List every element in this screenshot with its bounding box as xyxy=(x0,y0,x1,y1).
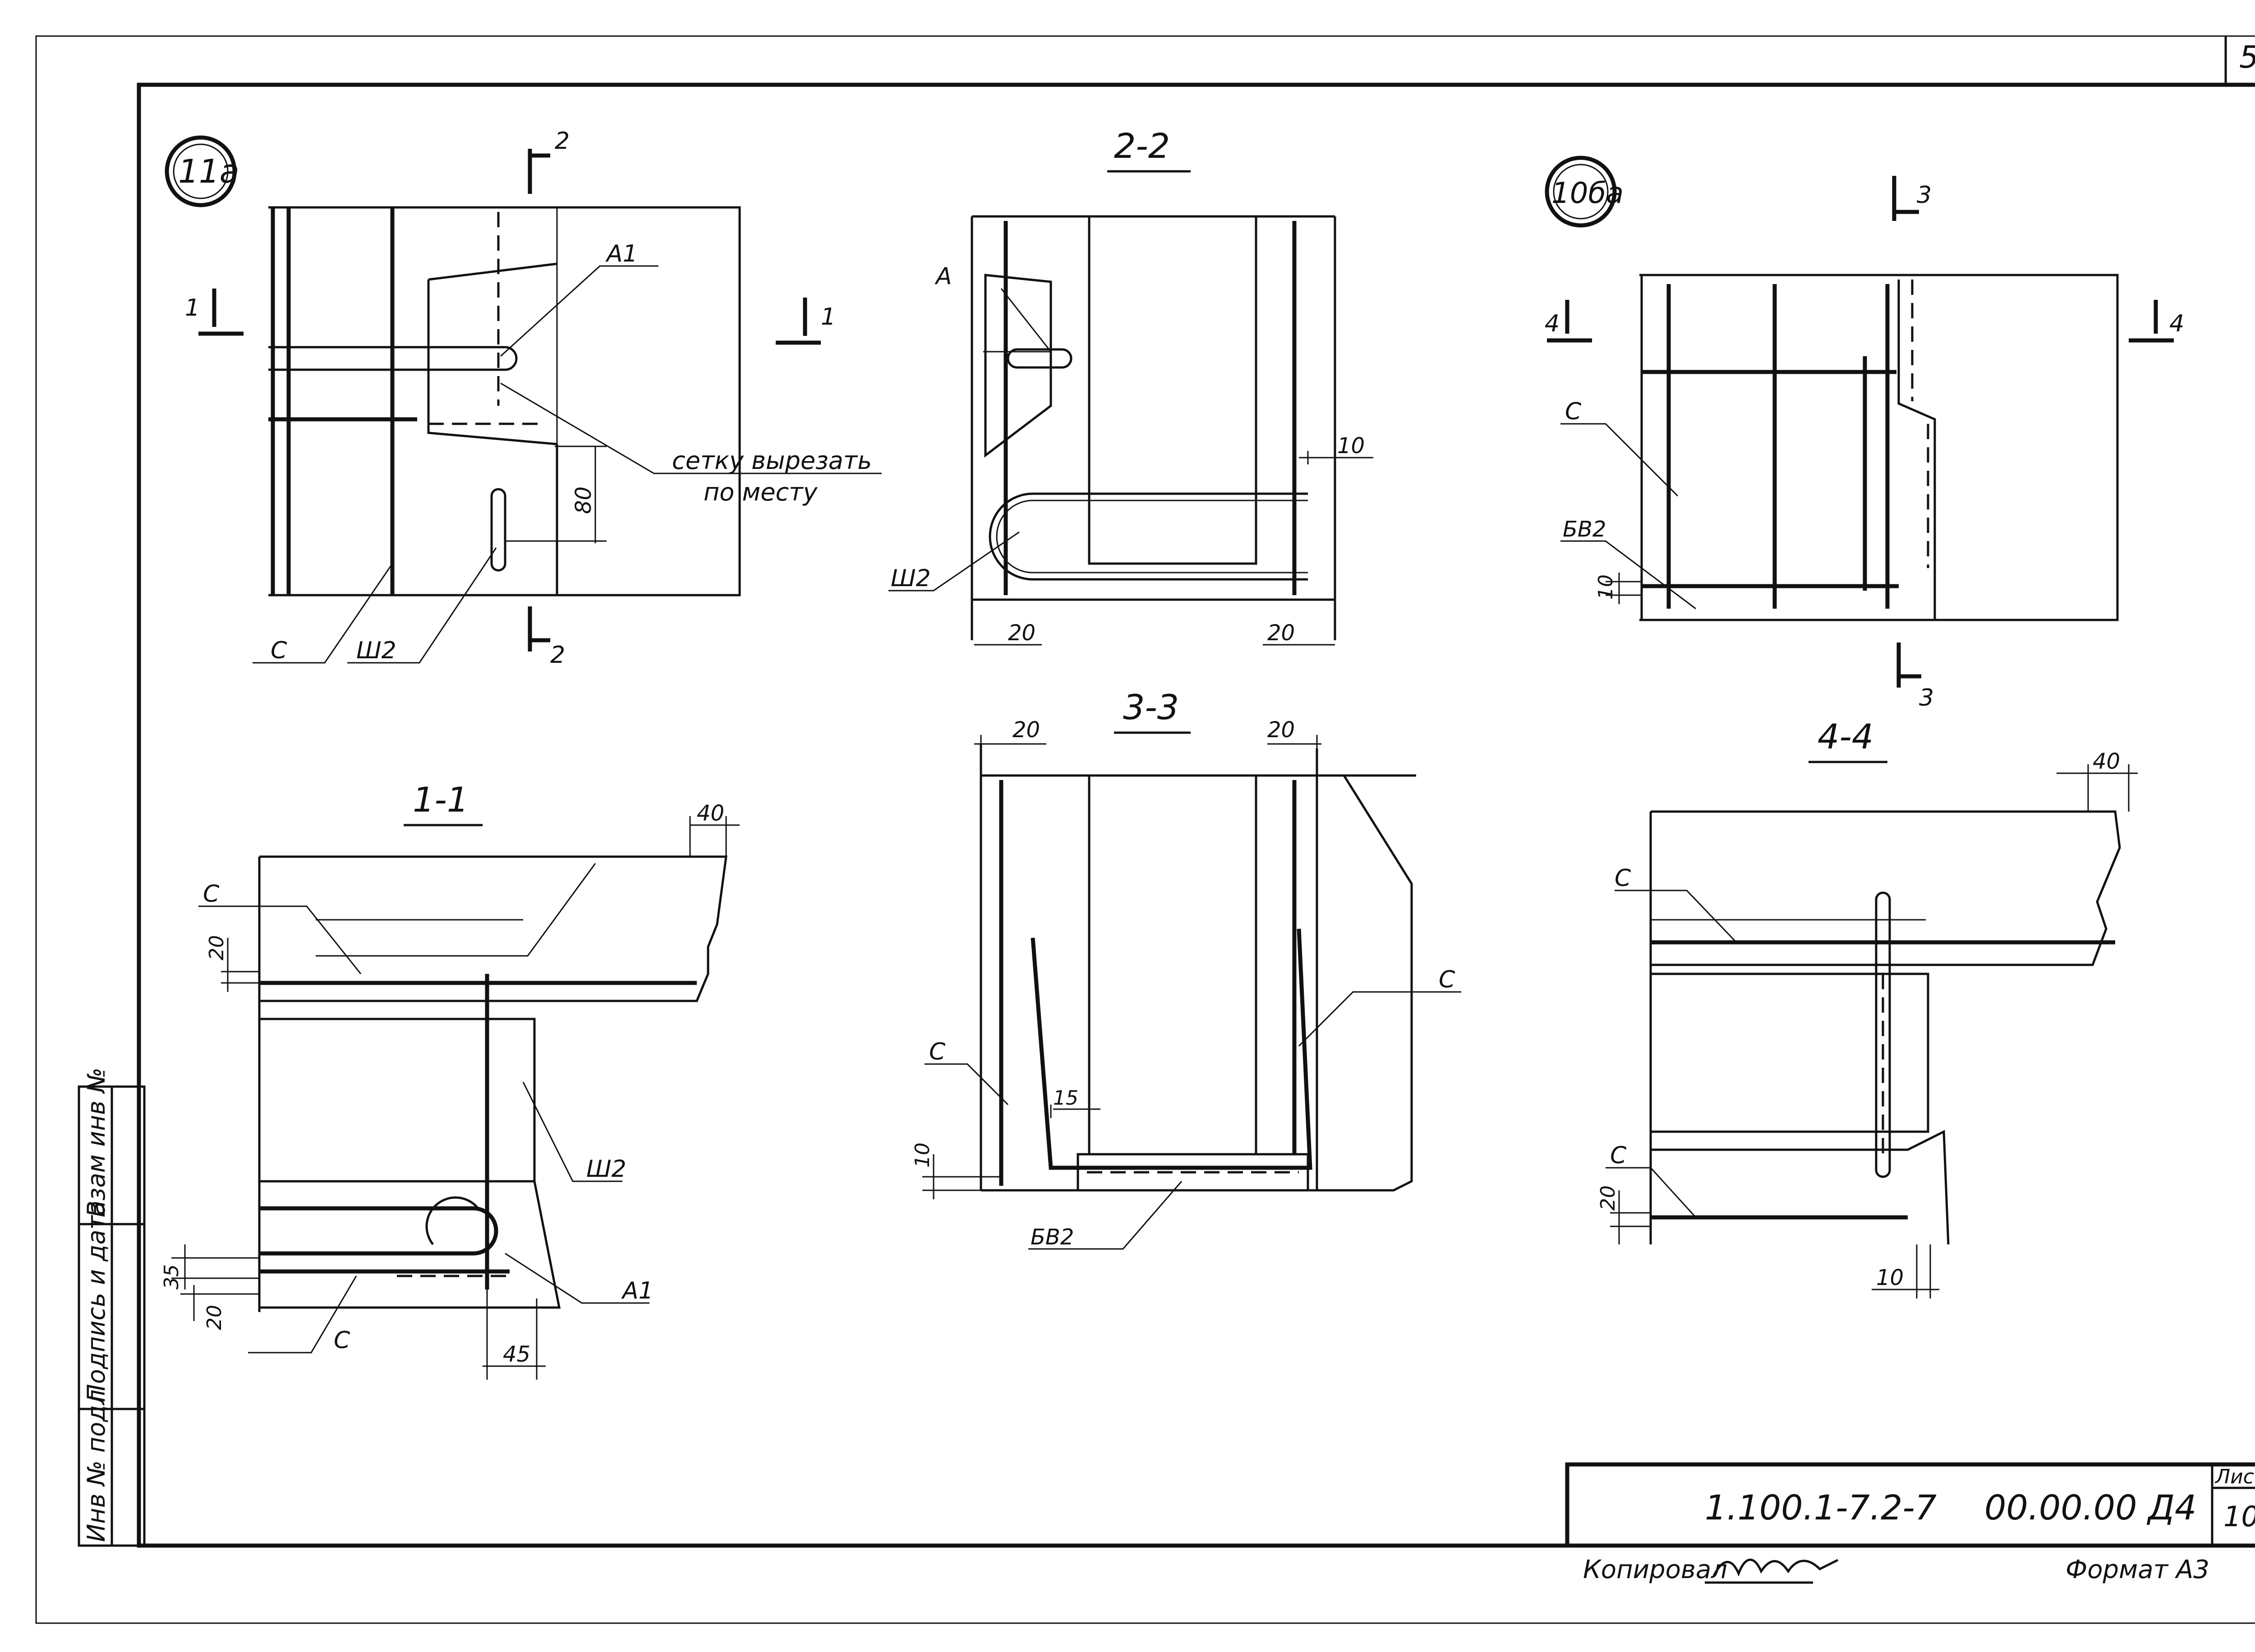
node-10ba-dim-10: 10 xyxy=(1594,574,1617,600)
side-stamp-podpis-data: Подпись и дата xyxy=(82,1201,110,1402)
node-11a-section-1-right: 1 xyxy=(821,303,836,330)
copier-signature xyxy=(1705,1558,1839,1584)
node-11a-note-line2: по месту xyxy=(704,478,818,506)
section-2-2-dim-20-left: 20 xyxy=(1008,620,1035,646)
section-1-1-dim-20-bottom: 20 xyxy=(203,1305,226,1330)
node-11a-section-2-top: 2 xyxy=(555,128,570,155)
section-1-1-label-sh2: Ш2 xyxy=(586,1156,626,1183)
node-11a-note-line1: сетку вырезать xyxy=(672,446,872,475)
format-label: Формат А3 xyxy=(2066,1555,2209,1584)
side-stamp: Инв № подл Подпись и дата Взам инв № xyxy=(78,1068,146,1547)
section-3-3-dim-20-right: 20 xyxy=(1267,717,1295,743)
node-11a-label-c: С xyxy=(271,637,287,664)
section-1-1-dim-20-top: 20 xyxy=(205,935,228,960)
section-4-4-insulation xyxy=(1649,973,1929,1133)
section-1-1-dim-40: 40 xyxy=(697,801,724,826)
node-11a-view: 11а 2 2 1 1 А1 сетку вырезать по месту xyxy=(165,128,882,669)
section-3-3-label-bv2: БВ2 xyxy=(1031,1225,1074,1250)
node-11a-label-a1: А1 xyxy=(605,240,638,267)
section-4-4-dim-20: 20 xyxy=(1597,1185,1620,1211)
page-number-box: 55 xyxy=(2224,36,2255,87)
section-2-2-insulation xyxy=(1088,215,1257,565)
section-4-4-label-c-top: С xyxy=(1615,865,1631,892)
node-10ba-section-3-bottom: 3 xyxy=(1919,684,1934,711)
section-4-4-dim-40: 40 xyxy=(2093,749,2120,774)
section-4-4-view: 4-4 С С 40 20 10 xyxy=(1597,716,2138,1299)
section-1-1-dim-45: 45 xyxy=(503,1342,530,1367)
node-11a-tag: 11а xyxy=(178,152,239,190)
node-10ba-section-4-left: 4 xyxy=(1545,310,1560,337)
section-2-2-label-sh2: Ш2 xyxy=(891,565,931,592)
node-10ba-section-4-right: 4 xyxy=(2169,310,2184,337)
page-number: 55 xyxy=(2239,40,2255,75)
copied-label: Копировал xyxy=(1583,1555,1727,1584)
title-block: 1.100.1-7.2-7 00.00.00 Д4 Лист 10 Копиро… xyxy=(1565,1462,2255,1584)
node-10ba-view: 10ба 3 3 4 4 С БВ2 10 xyxy=(1545,156,2184,711)
section-2-2-dim-10: 10 xyxy=(1337,433,1365,459)
section-2-2-label-a: А xyxy=(934,263,952,290)
sheet-outer-border xyxy=(35,35,2255,1624)
node-11a-label-sh2: Ш2 xyxy=(356,637,396,664)
side-stamp-inv-podl: Инв № подл xyxy=(82,1390,110,1542)
node-10ba-section-3-top: 3 xyxy=(1917,182,1932,209)
section-1-1-dim-35: 35 xyxy=(160,1264,183,1289)
document-code: 1.100.1-7.2-7 xyxy=(1705,1487,1937,1528)
section-2-2-view: 2-2 А Ш2 10 20 20 xyxy=(888,126,1373,646)
section-2-2-title: 2-2 xyxy=(1114,126,1170,166)
section-1-1-title: 1-1 xyxy=(413,780,469,820)
section-4-4-label-c-bottom: С xyxy=(1610,1142,1627,1169)
node-11a-section-1-left: 1 xyxy=(185,294,200,321)
node-11a-dim-80: 80 xyxy=(571,486,596,514)
section-1-1-insulation xyxy=(258,1018,536,1183)
side-stamp-vzam-inv: Взам инв № xyxy=(82,1068,110,1217)
section-3-3-label-c-left: С xyxy=(929,1038,946,1065)
section-1-1-label-a1: А1 xyxy=(621,1277,653,1304)
section-3-3-dim-20-left: 20 xyxy=(1012,717,1040,743)
drawing-code: 00.00.00 Д4 xyxy=(1984,1487,2196,1528)
section-3-3-view: 3-3 С С БВ2 20 20 15 10 xyxy=(911,687,1461,1250)
node-10ba-tag: 10ба xyxy=(1551,177,1624,210)
section-1-1-label-c-top: С xyxy=(203,881,220,908)
section-4-4-title: 4-4 xyxy=(1818,716,1873,757)
sheet-number: 10 xyxy=(2223,1500,2255,1533)
section-3-3-dim-10: 10 xyxy=(911,1143,934,1168)
sheet-label: Лист xyxy=(2214,1465,2255,1488)
section-1-1-view: 1-1 С Ш2 А1 С 40 20 35 20 45 xyxy=(160,780,740,1380)
drawing-frame xyxy=(137,83,2255,1548)
section-3-3-insulation xyxy=(1088,774,1257,1156)
node-10ba-tag-circle xyxy=(1545,156,1617,228)
section-1-1-label-c-bottom: С xyxy=(334,1327,350,1354)
node-11a-section-2-bottom: 2 xyxy=(550,642,565,669)
section-4-4-dim-10: 10 xyxy=(1876,1265,1904,1290)
section-2-2-dim-20-right: 20 xyxy=(1267,620,1295,646)
node-11a-tag-circle xyxy=(165,135,237,207)
section-3-3-label-c-right: С xyxy=(1439,966,1455,993)
section-3-3-title: 3-3 xyxy=(1123,687,1179,727)
node-10ba-label-c: С xyxy=(1565,398,1582,425)
node-10ba-label-bv2: БВ2 xyxy=(1563,517,1606,542)
section-3-3-dim-15: 15 xyxy=(1053,1087,1078,1110)
